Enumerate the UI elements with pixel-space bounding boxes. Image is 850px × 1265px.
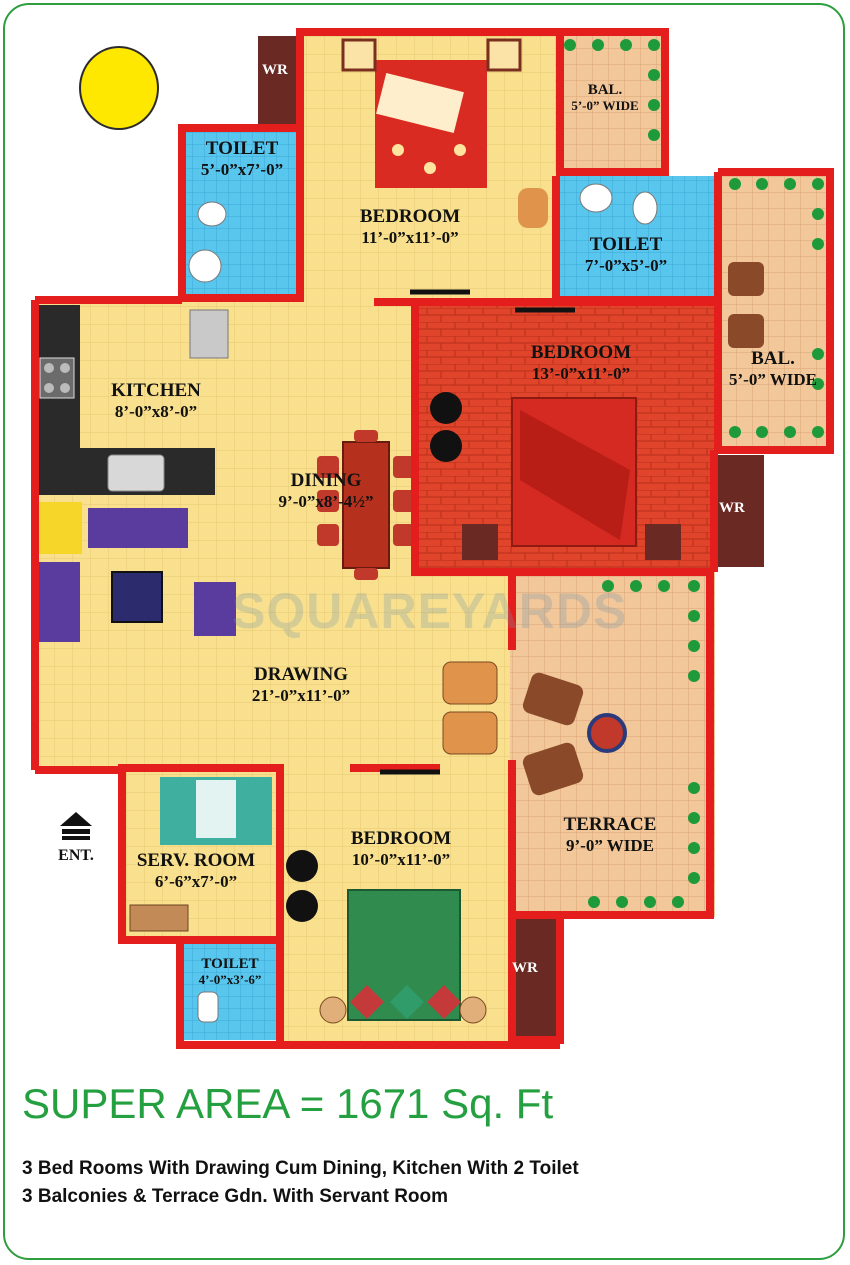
dining-table-icon <box>317 430 415 580</box>
room-name: KITCHEN <box>111 380 201 401</box>
label-bedroom-bottom: BEDROOM 10’-0”x11’-0” <box>326 828 476 869</box>
wardrobe-top <box>258 36 302 126</box>
armchairs-icon <box>286 188 764 922</box>
label-kitchen: KITCHEN 8’-0”x8’-0” <box>96 380 216 421</box>
room-dim: 5’-0”x7’-0” <box>200 159 284 179</box>
wardrobe-right <box>714 455 764 567</box>
bed-servant-icon <box>129 777 272 932</box>
entrance-arrow-icon <box>60 812 92 840</box>
wardrobe-right-label: WR <box>719 500 745 516</box>
door-markers <box>380 289 575 775</box>
label-terrace: TERRACE 9’-0” WIDE <box>548 814 672 855</box>
label-bedroom-right: BEDROOM 13’-0”x11’-0” <box>506 342 656 383</box>
room-name: BEDROOM <box>530 342 632 363</box>
label-dining: DINING 9’-0”x8’-4½” <box>256 470 396 511</box>
entrance-marker: ENT. <box>48 810 104 865</box>
room-name: TOILET <box>201 956 259 972</box>
entrance-label: ENT. <box>58 847 94 864</box>
room-dim: 10’-0”x11’-0” <box>351 849 451 869</box>
room-name: DRAWING <box>254 664 348 685</box>
walls <box>31 28 834 1049</box>
room-dim: 4’-0”x3’-6” <box>198 972 262 988</box>
label-servant-room: SERV. ROOM 6’-6”x7’-0” <box>128 850 264 891</box>
room-name: TOILET <box>589 234 663 255</box>
bed-right-icon <box>462 397 681 560</box>
toilet-fixtures-icon <box>188 183 658 1023</box>
plants-icon <box>564 39 824 908</box>
floor-toilet-bottom <box>182 940 280 1040</box>
room-dim: 7’-0”x5’-0” <box>584 255 668 275</box>
room-name: BAL. <box>751 348 795 369</box>
label-toilet-bottom: TOILET 4’-0”x3’-6” <box>184 956 276 988</box>
room-name: TOILET <box>205 138 279 159</box>
room-name: BEDROOM <box>350 828 452 849</box>
wardrobe-top-label: WR <box>262 62 288 78</box>
fridge-icon <box>189 309 229 359</box>
kitchen-counter <box>35 305 215 495</box>
room-dim: 8’-0”x8’-0” <box>114 401 198 421</box>
label-toilet-top-left: TOILET 5’-0”x7’-0” <box>186 138 298 179</box>
description-line-1: 3 Bed Rooms With Drawing Cum Dining, Kit… <box>22 1158 579 1179</box>
room-name: SERV. ROOM <box>136 850 256 871</box>
room-name: DINING <box>290 470 362 491</box>
sun-icon <box>79 46 159 130</box>
label-toilet-right: TOILET 7’-0”x5’-0” <box>570 234 682 275</box>
bed-bottom-icon <box>319 889 487 1024</box>
room-dim: 11’-0”x11’-0” <box>361 227 459 247</box>
room-dim: 5’-0” WIDE <box>571 98 639 114</box>
label-balcony-right: BAL. 5’-0” WIDE <box>720 348 826 389</box>
room-dim: 21’-0”x11’-0” <box>251 685 351 705</box>
room-dim: 6’-6”x7’-0” <box>154 871 238 891</box>
bed-top-icon <box>341 38 522 188</box>
description-line-2: 3 Balconies & Terrace Gdn. With Servant … <box>22 1186 449 1207</box>
wardrobe-bottom-label: WR <box>512 960 538 976</box>
floor-balcony-right <box>718 172 830 450</box>
room-dim: 13’-0”x11’-0” <box>531 363 631 383</box>
floor-balcony-top <box>555 32 665 172</box>
sofa-set-icon <box>36 502 236 642</box>
stove-icon <box>39 357 75 399</box>
label-bedroom-top: BEDROOM 11’-0”x11’-0” <box>340 206 480 247</box>
room-name: TERRACE <box>563 814 657 835</box>
room-dim: 5’-0” WIDE <box>729 369 817 389</box>
room-name: BEDROOM <box>359 206 461 227</box>
watermark: SQUAREYARDS <box>232 583 628 639</box>
room-dim: 9’-0” WIDE <box>566 835 654 855</box>
sink-icon <box>107 454 165 492</box>
label-balcony-top: BAL. 5’-0” WIDE <box>560 82 650 114</box>
room-dim: 9’-0”x8’-4½” <box>278 491 374 511</box>
label-drawing: DRAWING 21’-0”x11’-0” <box>226 664 376 705</box>
wardrobe-bottom <box>508 915 558 1039</box>
super-area: SUPER AREA = 1671 Sq. Ft <box>22 1080 554 1127</box>
room-name: BAL. <box>587 82 623 98</box>
